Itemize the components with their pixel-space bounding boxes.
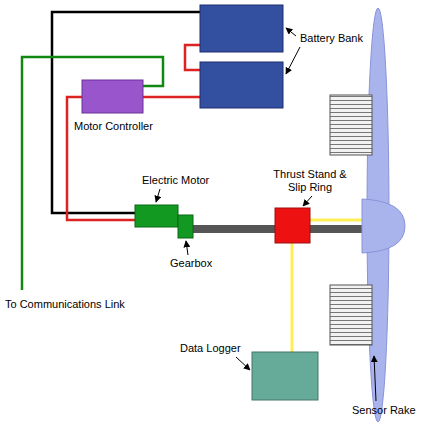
data-logger <box>252 352 318 400</box>
motor-label: Electric Motor <box>142 174 209 187</box>
thrust-stand <box>275 208 310 243</box>
red-wire <box>67 97 135 220</box>
leader-arrow <box>303 196 312 206</box>
sensor-rake <box>330 285 372 345</box>
sensor-rake-label: Sensor Rake <box>352 404 416 417</box>
leader-arrow <box>236 357 250 370</box>
electric-motor <box>135 205 178 227</box>
battery <box>200 5 283 52</box>
data-logger-label: Data Logger <box>180 342 241 355</box>
sensor-rake <box>330 95 372 155</box>
red-wire <box>143 96 200 99</box>
comms-link-label: To Communications Link <box>5 298 125 311</box>
leader-arrow <box>374 356 376 401</box>
leader-arrow <box>286 28 296 36</box>
gearbox-label: Gearbox <box>170 257 212 270</box>
leader-arrow <box>186 241 188 255</box>
battery <box>200 62 283 108</box>
propeller-hub <box>362 199 405 253</box>
battery-bank-label: Battery Bank <box>300 32 363 45</box>
thrust-stand-label: Thrust Stand & Slip Ring <box>268 168 352 194</box>
red-wire <box>185 45 200 70</box>
motor-controller <box>82 80 143 113</box>
controller-label: Motor Controller <box>74 120 153 133</box>
gearbox <box>178 215 193 238</box>
leader-arrow <box>286 47 300 74</box>
green-wire <box>22 57 163 290</box>
leader-arrow <box>156 189 160 202</box>
